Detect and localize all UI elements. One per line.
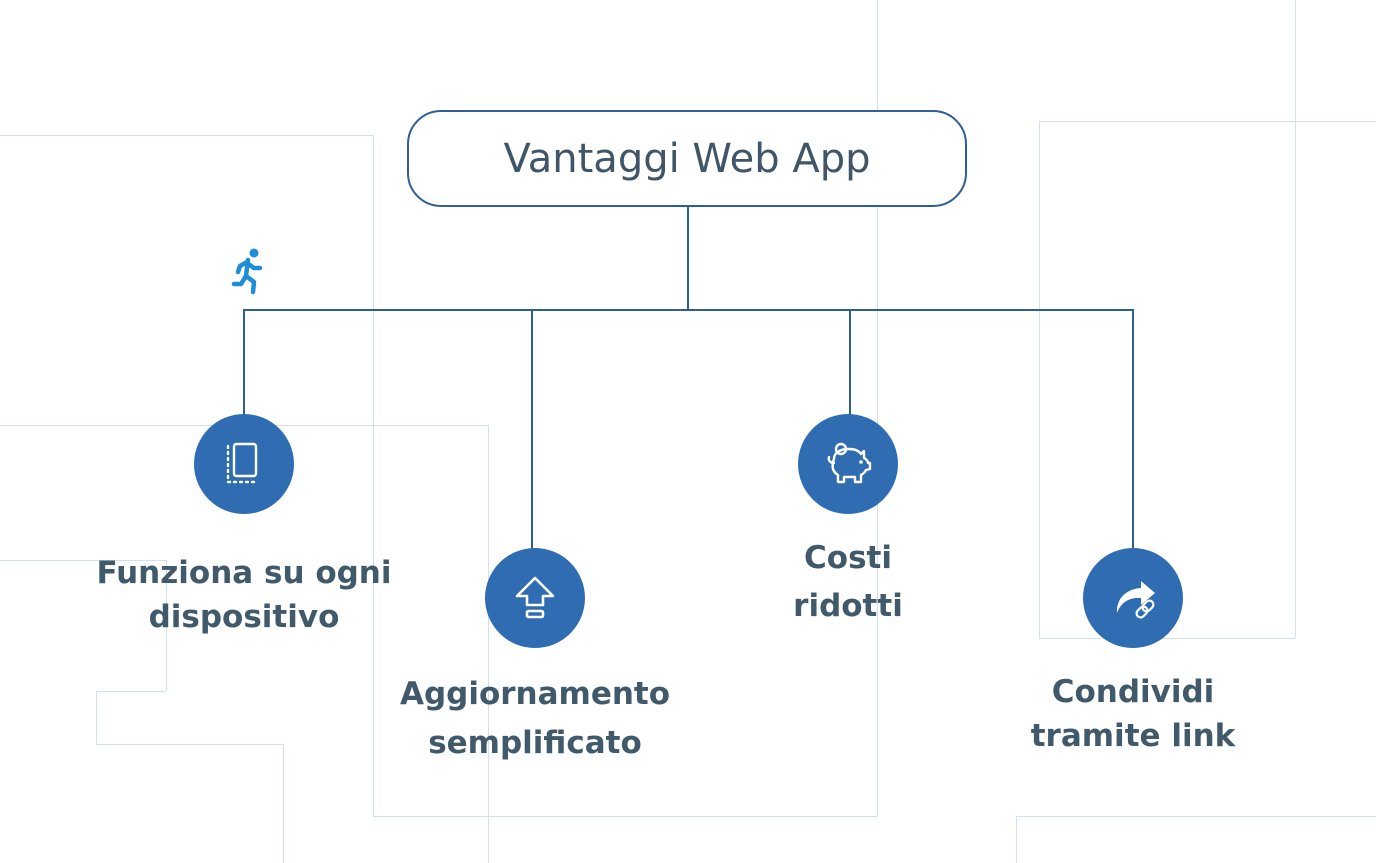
background-outline — [1016, 816, 1376, 817]
connector-branch-3 — [849, 309, 851, 415]
feature-label-2: Aggiornamento semplificato — [399, 676, 671, 761]
piggy-bank-icon — [827, 442, 872, 484]
background-outline — [1016, 816, 1017, 863]
connector-bus — [243, 309, 1134, 311]
feature-label-3: Costi ridotti — [793, 540, 903, 624]
connector-branch-2 — [531, 309, 533, 550]
connector-trunk — [687, 207, 689, 310]
background-outline — [283, 744, 284, 863]
background-outline — [0, 135, 373, 136]
diagram-title: Vantaggi Web App — [407, 110, 967, 207]
background-outline — [96, 691, 97, 744]
connector-branch-4 — [1132, 309, 1134, 550]
feature-label-4: Condividi tramite link — [1030, 674, 1236, 754]
background-outline — [877, 0, 878, 816]
upload-arrow-icon — [515, 576, 555, 619]
feature-node-1 — [194, 414, 294, 514]
background-outline — [373, 135, 374, 816]
feature-node-2 — [485, 548, 585, 648]
background-outline — [1039, 121, 1040, 638]
feature-node-4 — [1083, 548, 1183, 648]
tablet-icon — [226, 442, 258, 484]
background-outline — [488, 425, 489, 863]
background-outline — [1039, 121, 1376, 122]
running-person-icon — [231, 248, 263, 295]
background-outline — [1039, 638, 1295, 639]
background-outline — [96, 744, 283, 745]
share-link-icon — [1116, 581, 1155, 619]
background-outline — [96, 691, 166, 692]
feature-node-3 — [798, 414, 898, 514]
connector-branch-1 — [243, 309, 245, 415]
background-outline — [0, 560, 166, 561]
feature-label-1: Funziona su ogni dispositivo — [96, 555, 392, 635]
background-outline — [373, 816, 877, 817]
background-outline — [166, 560, 167, 691]
background-outline — [1295, 0, 1296, 638]
